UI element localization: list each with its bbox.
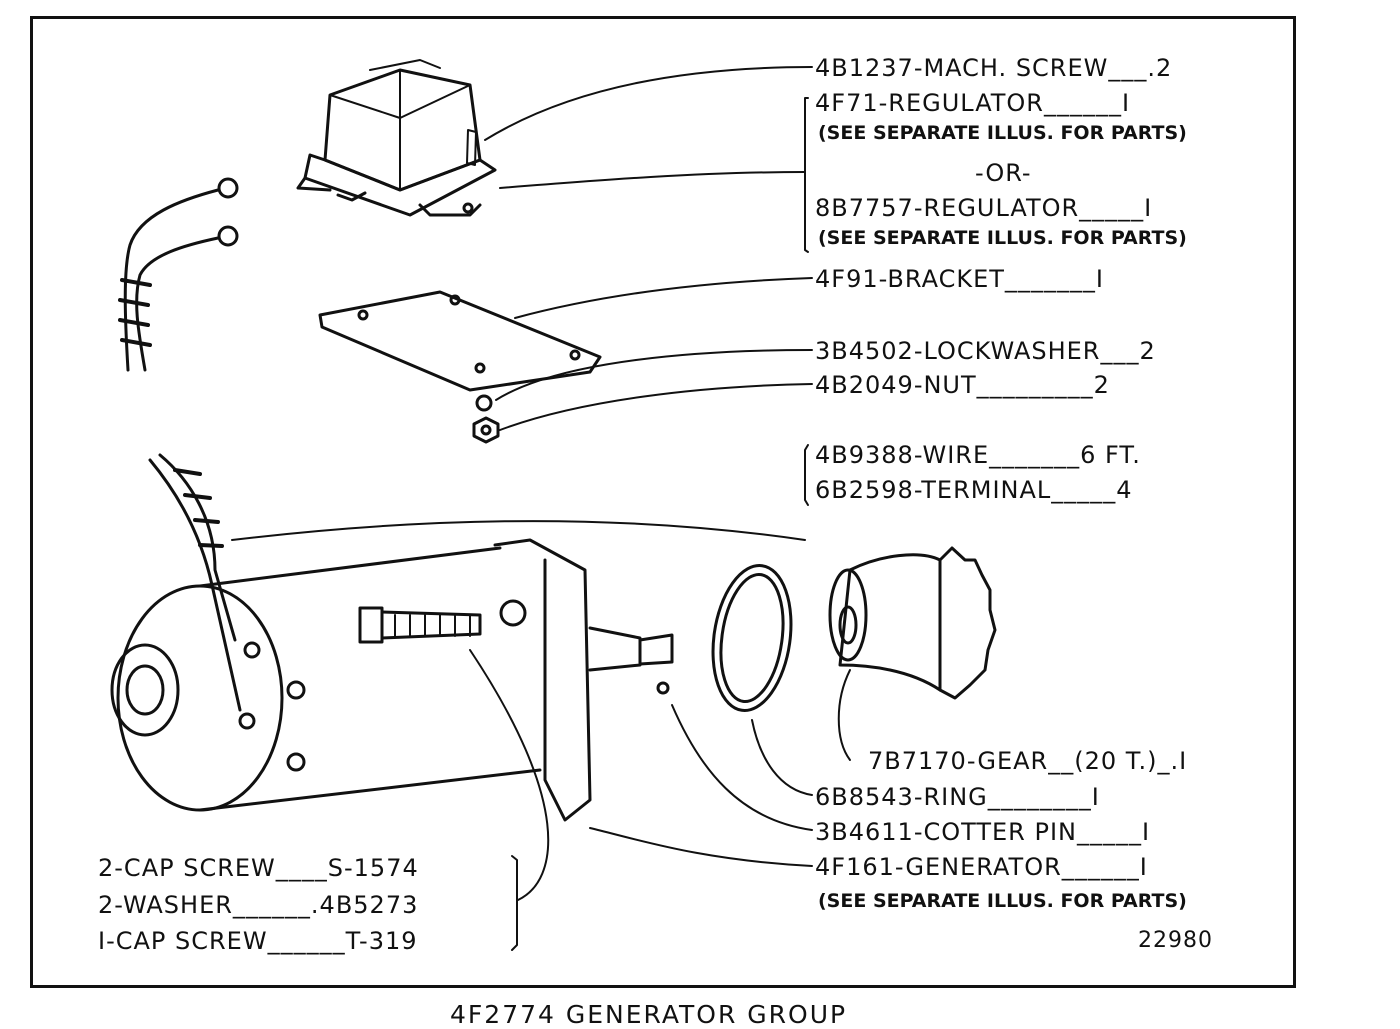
callout-gear: 7B7170-GEAR__(20 T.)_.I [868, 747, 1188, 775]
callout-or: -OR- [975, 159, 1032, 187]
callout-nut: 4B2049-NUT_________2 [815, 371, 1110, 399]
lockwasher-nut-illustration [472, 394, 500, 444]
callout-note-1: (SEE SEPARATE ILLUS. FOR PARTS) [818, 122, 1187, 144]
callout-wire: 4B9388-WIRE_______6 FT. [815, 441, 1141, 469]
bracket-illustration [318, 290, 602, 392]
loose-wires-illustration [118, 177, 239, 372]
callout-note-2: (SEE SEPARATE ILLUS. FOR PARTS) [818, 227, 1187, 249]
diagram-title: 4F2774 GENERATOR GROUP [450, 1000, 848, 1029]
callout-regulator-1: 4F71-REGULATOR______I [815, 89, 1131, 117]
callout-generator: 4F161-GENERATOR______I [815, 853, 1148, 881]
callout-lockwasher: 3B4502-LOCKWASHER___2 [815, 337, 1156, 365]
ring-illustration [711, 564, 793, 712]
regulator-illustration [296, 59, 497, 217]
callout-terminal: 6B2598-TERMINAL_____4 [815, 476, 1133, 504]
callout-ring: 6B8543-RING________I [815, 783, 1100, 811]
callout-bracket: 4F91-BRACKET_______I [815, 265, 1104, 293]
callout-regulator-2: 8B7757-REGULATOR_____I [815, 194, 1153, 222]
callout-note-3: (SEE SEPARATE ILLUS. FOR PARTS) [818, 890, 1187, 912]
drawing-number: 22980 [1138, 928, 1213, 953]
callout-washer: 2-WASHER______.4B5273 [98, 891, 419, 919]
callout-mach-screw: 4B1237-MACH. SCREW___.2 [815, 54, 1173, 82]
callout-cap-screw-2: I-CAP SCREW______T-319 [98, 927, 418, 955]
gear-illustration [828, 546, 997, 700]
generator-illustration [110, 453, 674, 822]
leader-lines [231, 66, 851, 951]
diagram-border [30, 16, 1296, 988]
callout-cotter-pin: 3B4611-COTTER PIN_____I [815, 818, 1151, 846]
callout-cap-screw-1: 2-CAP SCREW____S-1574 [98, 854, 419, 882]
